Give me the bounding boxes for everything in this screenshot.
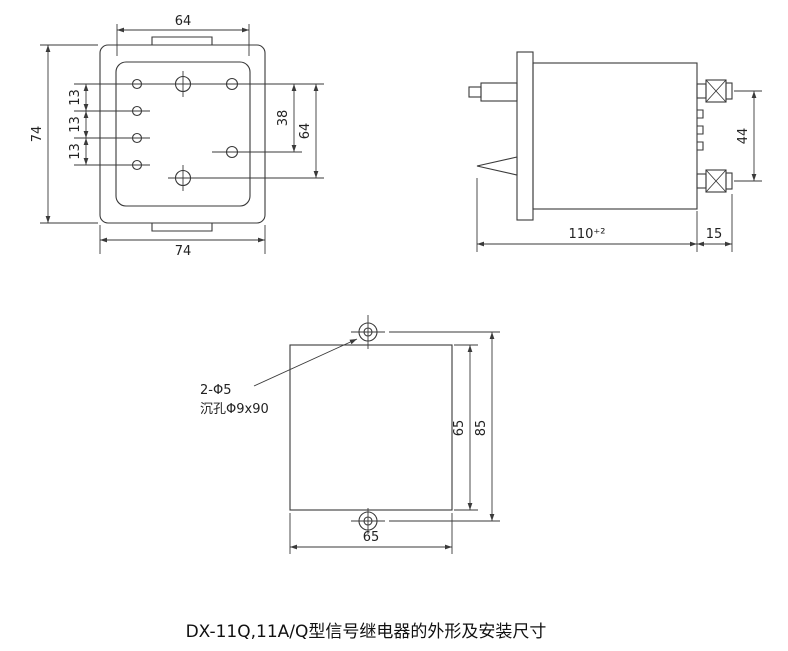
- hole-note-line2: 沉孔Φ9x90: [200, 402, 269, 417]
- dim-value: 65: [363, 530, 380, 545]
- dim-value: 110⁺²: [569, 227, 606, 242]
- reset-button-tip: [468, 86, 482, 98]
- terminal-hole: [131, 132, 143, 144]
- side-view: 44 110⁺² 15: [468, 51, 762, 252]
- top-mounting-tab: [151, 36, 213, 45]
- mounting-holes-center: [174, 71, 192, 191]
- dim-side-terminal-pitch: 44: [734, 90, 762, 182]
- dim-value: 85: [474, 420, 489, 437]
- dim-value: 74: [175, 244, 192, 259]
- hole-callout: 2-Φ5 沉孔Φ9x90: [200, 338, 358, 417]
- dim-value: 64: [298, 123, 313, 140]
- relay-inner-face: [115, 61, 251, 207]
- screw-hatch: [705, 169, 727, 193]
- terminal-screw-bottom: [696, 169, 733, 193]
- dim-front-right-inner: 38: [276, 84, 297, 152]
- terminal-hole: [225, 145, 239, 159]
- dim-value: 38: [276, 110, 291, 127]
- relay-case: [532, 62, 698, 210]
- dim-value: 64: [175, 14, 192, 29]
- dim-value: 15: [706, 227, 723, 242]
- front-view: 64 74 13 13 13 38 64: [30, 14, 324, 259]
- terminal-end: [725, 82, 733, 100]
- dim-value: 13: [68, 116, 83, 133]
- terminal-hole: [131, 105, 143, 117]
- relay-outer-body: [99, 44, 266, 224]
- dim-side-terminal-depth: 15: [697, 194, 733, 252]
- dim-front-overall-height: 74: [30, 44, 98, 224]
- dim-side-depth: 110⁺²: [476, 178, 698, 252]
- dim-panel-cutout-width: 65: [289, 513, 453, 554]
- terminal-block-teeth: [697, 109, 704, 151]
- drawing-caption: DX-11Q,11A/Q型信号继电器的外形及安装尺寸: [186, 622, 547, 642]
- mounting-hole-bottom: [351, 508, 385, 534]
- terminal-holes-left: [131, 78, 143, 171]
- leader-line: [253, 338, 358, 387]
- panel-cutout: [289, 344, 453, 511]
- dim-value: 13: [68, 89, 83, 106]
- dim-front-hole-pitches: 13 13 13: [68, 84, 89, 165]
- terminal-end: [725, 172, 733, 190]
- dim-value: 13: [68, 143, 83, 160]
- terminal-screw-top: [696, 79, 733, 103]
- terminal-holes-right: [225, 77, 239, 159]
- terminal-hole: [131, 159, 143, 171]
- hole-note-line1: 2-Φ5: [200, 383, 231, 398]
- dim-panel-cutout-height: 65: [452, 344, 478, 511]
- terminal-hole: [131, 78, 143, 90]
- mounting-hole-top: [351, 315, 385, 349]
- dim-front-top-width: 64: [116, 14, 250, 56]
- dim-panel-hole-pitch: 85: [389, 331, 500, 522]
- dim-value: 65: [452, 420, 467, 437]
- terminal-hole: [225, 77, 239, 91]
- dim-front-overall-width: 74: [99, 225, 266, 259]
- bottom-mounting-tab: [151, 223, 213, 232]
- screw-hatch: [705, 79, 727, 103]
- dim-value: 74: [30, 126, 45, 143]
- dim-value: 44: [736, 128, 751, 145]
- indicator-flag: [476, 156, 518, 176]
- dim-front-right-outer: 64: [298, 84, 319, 178]
- panel-cutout-view: 2-Φ5 沉孔Φ9x90 65 85 65: [200, 315, 500, 554]
